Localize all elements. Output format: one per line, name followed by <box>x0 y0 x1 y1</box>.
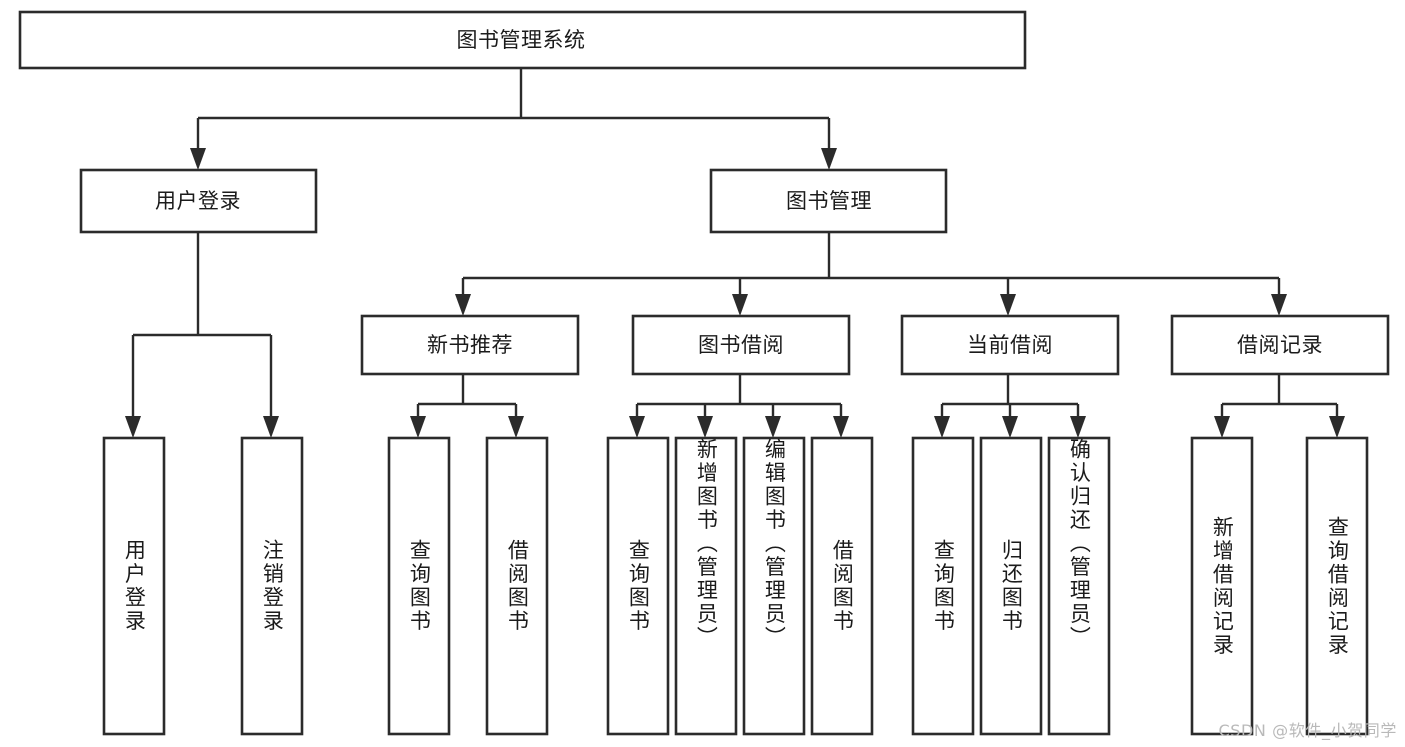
arrow-head-new-book-rec <box>455 294 471 316</box>
node-box-book-borrow[interactable] <box>631 314 851 376</box>
arrow-head-leaf-confirm-return <box>1070 416 1086 438</box>
connector-layer <box>125 68 1345 438</box>
node-label-new-book-rec: 新书推荐 <box>427 333 513 357</box>
arrow-head-leaf-return-book <box>1002 416 1018 438</box>
arrow-head-book-manage <box>821 148 837 170</box>
node-label-book-borrow: 图书借阅 <box>698 333 784 357</box>
node-box-leaf-borrow-book-1[interactable] <box>485 436 549 736</box>
node-box-leaf-user-login[interactable] <box>102 436 166 736</box>
node-label-root: 图书管理系统 <box>457 28 586 52</box>
node-box-leaf-edit-book[interactable] <box>742 436 806 736</box>
arrow-head-book-borrow <box>732 294 748 316</box>
node-label-user-login: 用户登录 <box>155 189 241 213</box>
arrow-head-user-login <box>190 148 206 170</box>
arrow-head-leaf-edit-book <box>765 416 781 438</box>
arrow-head-leaf-query-book-3 <box>934 416 950 438</box>
node-box-borrow-record[interactable] <box>1170 314 1390 376</box>
node-label-borrow-record: 借阅记录 <box>1237 333 1323 357</box>
arrow-head-leaf-query-book-2 <box>629 416 645 438</box>
node-box-book-manage[interactable] <box>709 168 948 234</box>
node-box-leaf-add-record[interactable] <box>1190 436 1254 736</box>
arrow-head-leaf-borrow-book-1 <box>508 416 524 438</box>
arrow-head-leaf-borrow-book-2 <box>833 416 849 438</box>
node-box-leaf-query-record[interactable] <box>1305 436 1369 736</box>
arrow-head-leaf-add-book <box>697 416 713 438</box>
node-box-leaf-query-book-3[interactable] <box>911 436 975 736</box>
arrow-head-leaf-user-login <box>125 416 141 438</box>
node-box-user-login[interactable] <box>79 168 318 234</box>
node-box-leaf-query-book-1[interactable] <box>387 436 451 736</box>
node-box-leaf-query-book-2[interactable] <box>606 436 670 736</box>
node-box-new-book-rec[interactable] <box>360 314 580 376</box>
node-label-current-borrow: 当前借阅 <box>967 333 1053 357</box>
node-box-root[interactable] <box>18 10 1027 70</box>
arrow-head-leaf-query-book-1 <box>410 416 426 438</box>
node-label-book-manage: 图书管理 <box>786 189 872 213</box>
arrow-head-current-borrow <box>1000 294 1016 316</box>
node-box-leaf-logout-login[interactable] <box>240 436 304 736</box>
arrow-head-leaf-query-record <box>1329 416 1345 438</box>
arrow-head-borrow-record <box>1271 294 1287 316</box>
node-box-leaf-return-book[interactable] <box>979 436 1043 736</box>
node-box-current-borrow[interactable] <box>900 314 1120 376</box>
node-box-leaf-borrow-book-2[interactable] <box>810 436 874 736</box>
arrow-head-leaf-logout-login <box>263 416 279 438</box>
arrow-head-leaf-add-record <box>1214 416 1230 438</box>
node-layer: 图书管理系统 用户登录 图书管理 新书推荐 图书借阅 当前借阅 借阅记录 <box>18 10 1390 736</box>
node-box-leaf-confirm-return[interactable] <box>1047 436 1111 736</box>
node-box-leaf-add-book[interactable] <box>674 436 738 736</box>
